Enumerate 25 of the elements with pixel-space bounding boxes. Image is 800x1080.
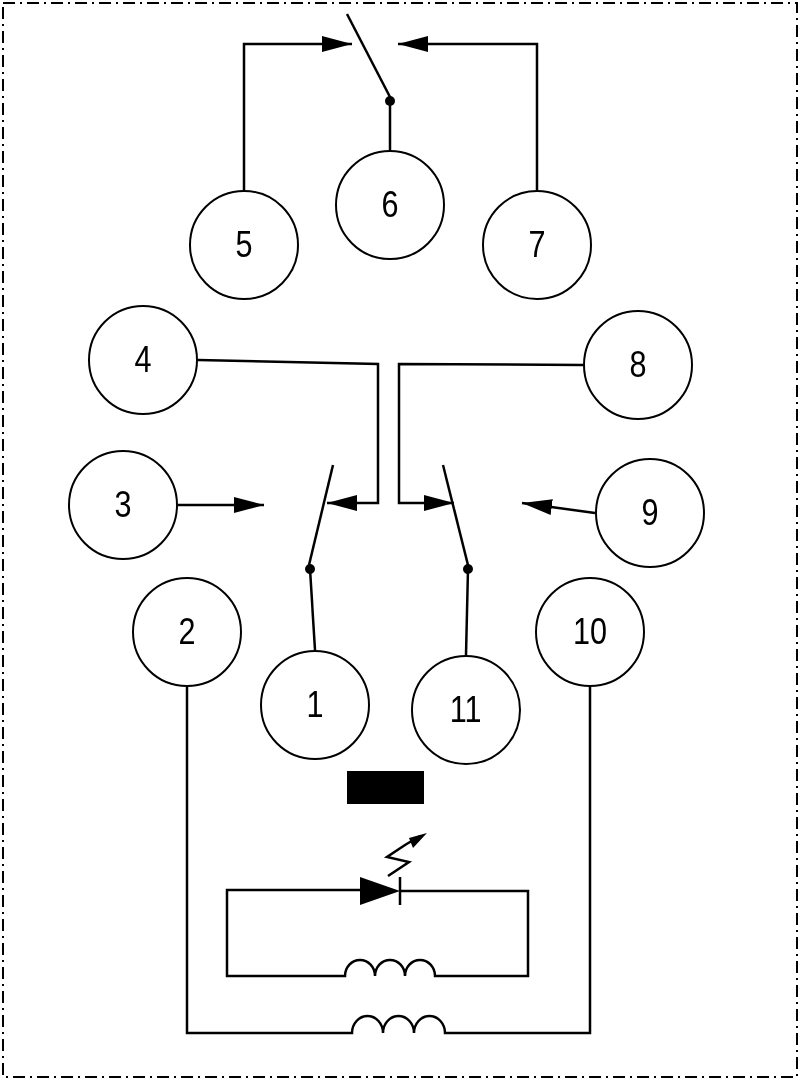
terminal-number: 2 <box>178 611 196 653</box>
wire <box>185 687 592 1035</box>
wire <box>178 497 264 513</box>
terminal-number: 11 <box>450 689 482 731</box>
switch-blade <box>307 464 335 566</box>
wire <box>463 564 473 656</box>
terminal-number: 4 <box>134 339 152 381</box>
terminal-number: 7 <box>528 224 546 266</box>
terminal-number: 9 <box>641 492 659 534</box>
wire <box>398 36 539 190</box>
wire <box>197 358 380 511</box>
wire <box>242 36 352 190</box>
switch-blade <box>345 13 392 98</box>
terminal-number: 1 <box>306 684 324 726</box>
terminal-number: 5 <box>235 224 253 266</box>
wire <box>305 564 317 651</box>
indicator-bar <box>347 771 424 804</box>
wire <box>521 499 596 515</box>
wire <box>397 362 583 511</box>
wire <box>385 96 395 150</box>
terminal-number: 10 <box>572 611 607 653</box>
terminal-number: 3 <box>114 484 132 526</box>
switch-blade <box>441 464 470 566</box>
terminal-number: 6 <box>381 184 399 226</box>
terminal-number: 8 <box>629 344 647 386</box>
